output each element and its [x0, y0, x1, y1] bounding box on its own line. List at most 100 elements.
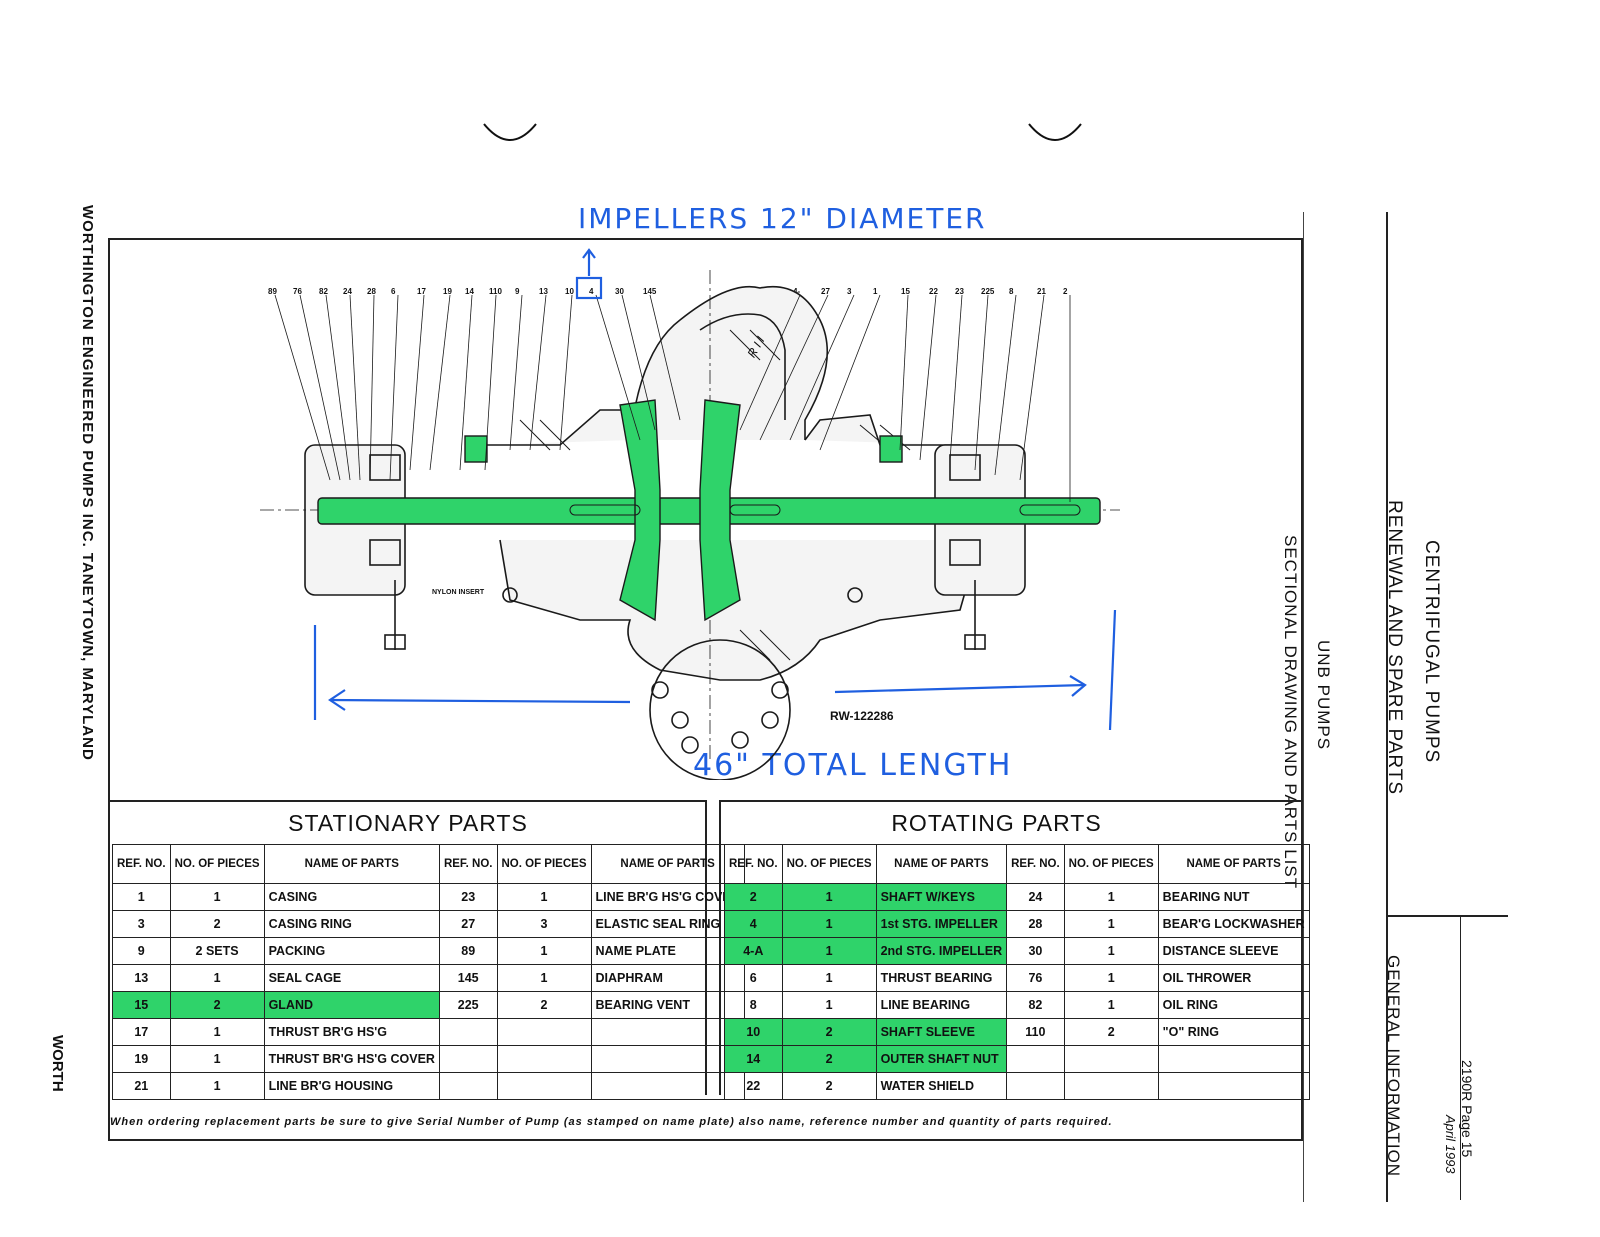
pieces-cell: 1 [496, 964, 592, 992]
name-cell: BEARING NUT [1157, 883, 1310, 911]
divider [1388, 915, 1508, 917]
name-header: NAME OF PARTS [875, 844, 1008, 884]
name-cell: OIL RING [1157, 991, 1310, 1019]
name-cell [590, 1018, 745, 1046]
ref-cell: 6 [724, 964, 783, 992]
ref-header: REF. NO. [112, 844, 171, 884]
name-cell: LINE BEARING [875, 991, 1008, 1019]
callout-number: 27 [821, 287, 830, 296]
ref-cell: 76 [1006, 964, 1065, 992]
callout-number: 21 [1037, 287, 1046, 296]
ref-cell: 82 [1006, 991, 1065, 1019]
callout-number: 225 [981, 287, 995, 296]
name-cell: GLAND [263, 991, 440, 1019]
rotating-parts-title: ROTATING PARTS [891, 810, 1102, 836]
name-cell [1157, 1045, 1310, 1073]
pieces-cell: 1 [1063, 964, 1159, 992]
callout-number: 14 [465, 287, 474, 296]
callout-number: 10 [565, 287, 574, 296]
pieces-cell [496, 1072, 592, 1100]
divider [1303, 212, 1304, 1202]
name-cell: DISTANCE SLEEVE [1157, 937, 1310, 965]
ref-cell: 4-A [724, 937, 783, 965]
pieces-cell: 1 [169, 1045, 265, 1073]
ref-cell: 4 [724, 910, 783, 938]
pieces-cell: 1 [169, 964, 265, 992]
name-cell: DIAPHRAM [590, 964, 745, 992]
punch-hole-icon [483, 123, 537, 141]
name-cell: THRUST BEARING [875, 964, 1008, 992]
name-cell: "O" RING [1157, 1018, 1310, 1046]
callout-number: 22 [929, 287, 938, 296]
pieces-cell: 1 [1063, 883, 1159, 911]
callout-number: 9 [515, 287, 520, 296]
name-cell: PACKING [263, 937, 440, 965]
nylon-insert-label: NYLON INSERT [432, 589, 485, 596]
pieces-cell [1063, 1072, 1159, 1100]
pieces-cell: 2 [781, 1072, 877, 1100]
stationary-parts-table: REF. NO. NO. OF PIECES NAME OF PARTS REF… [112, 844, 745, 1100]
pieces-header: NO. OF PIECES [1063, 844, 1159, 884]
name-header: NAME OF PARTS [263, 844, 440, 884]
stationary-parts-title: STATIONARY PARTS [288, 810, 528, 836]
ref-cell: 24 [1006, 883, 1065, 911]
pieces-cell: 2 [169, 991, 265, 1019]
callout-number: 17 [417, 287, 426, 296]
total-length-note: 46" TOTAL LENGTH [693, 748, 1013, 783]
ref-cell: 19 [112, 1045, 171, 1073]
name-header: NAME OF PARTS [1157, 844, 1310, 884]
name-cell: NAME PLATE [590, 937, 745, 965]
pieces-cell [1063, 1045, 1159, 1073]
name-header: NAME OF PARTS [590, 844, 745, 884]
drawing-number: RW-122286 [830, 709, 894, 723]
name-cell: LINE BR'G HS'G COVER [590, 883, 745, 911]
ref-cell: 8 [724, 991, 783, 1019]
ref-header: REF. NO. [1006, 844, 1065, 884]
company-stamp: WORTH [49, 1035, 66, 1092]
title-line-3: UNB PUMPS [1314, 640, 1333, 751]
callout-number: 19 [443, 287, 452, 296]
drawing-frame [108, 238, 1303, 1141]
ref-cell: 28 [1006, 910, 1065, 938]
callout-number: 15 [901, 287, 910, 296]
ref-header: REF. NO. [724, 844, 783, 884]
name-cell: THRUST BR'G HS'G COVER [263, 1045, 440, 1073]
name-cell: CASING [263, 883, 440, 911]
pieces-cell: 1 [496, 883, 592, 911]
ref-cell: 30 [1006, 937, 1065, 965]
callout-number: 6 [391, 287, 396, 296]
callout-number: 24 [343, 287, 352, 296]
pieces-cell: 1 [781, 964, 877, 992]
callout-number: 23 [955, 287, 964, 296]
pieces-cell: 1 [496, 937, 592, 965]
ref-cell: 110 [1006, 1018, 1065, 1046]
company-name: WORTHINGTON ENGINEERED PUMPS INC. TANEYT… [79, 205, 96, 761]
ref-cell: 3 [112, 910, 171, 938]
pieces-header: NO. OF PIECES [496, 844, 592, 884]
callout-number: 1 [873, 287, 878, 296]
ref-cell: 22 [724, 1072, 783, 1100]
ref-cell [438, 1045, 498, 1073]
pieces-cell: 2 [781, 1018, 877, 1046]
pieces-cell: 2 SETS [169, 937, 265, 965]
callout-number: 76 [293, 287, 302, 296]
callout-number: 8 [1009, 287, 1014, 296]
ref-cell [1006, 1072, 1065, 1100]
ref-cell: 9 [112, 937, 171, 965]
ref-cell [1006, 1045, 1065, 1073]
ref-cell: 13 [112, 964, 171, 992]
pieces-cell: 1 [169, 883, 265, 911]
pieces-cell: 1 [1063, 991, 1159, 1019]
impeller-diameter-note: IMPELLERS 12" DIAMETER [578, 202, 987, 235]
divider [1460, 915, 1461, 1200]
callout-number: 3 [847, 287, 852, 296]
